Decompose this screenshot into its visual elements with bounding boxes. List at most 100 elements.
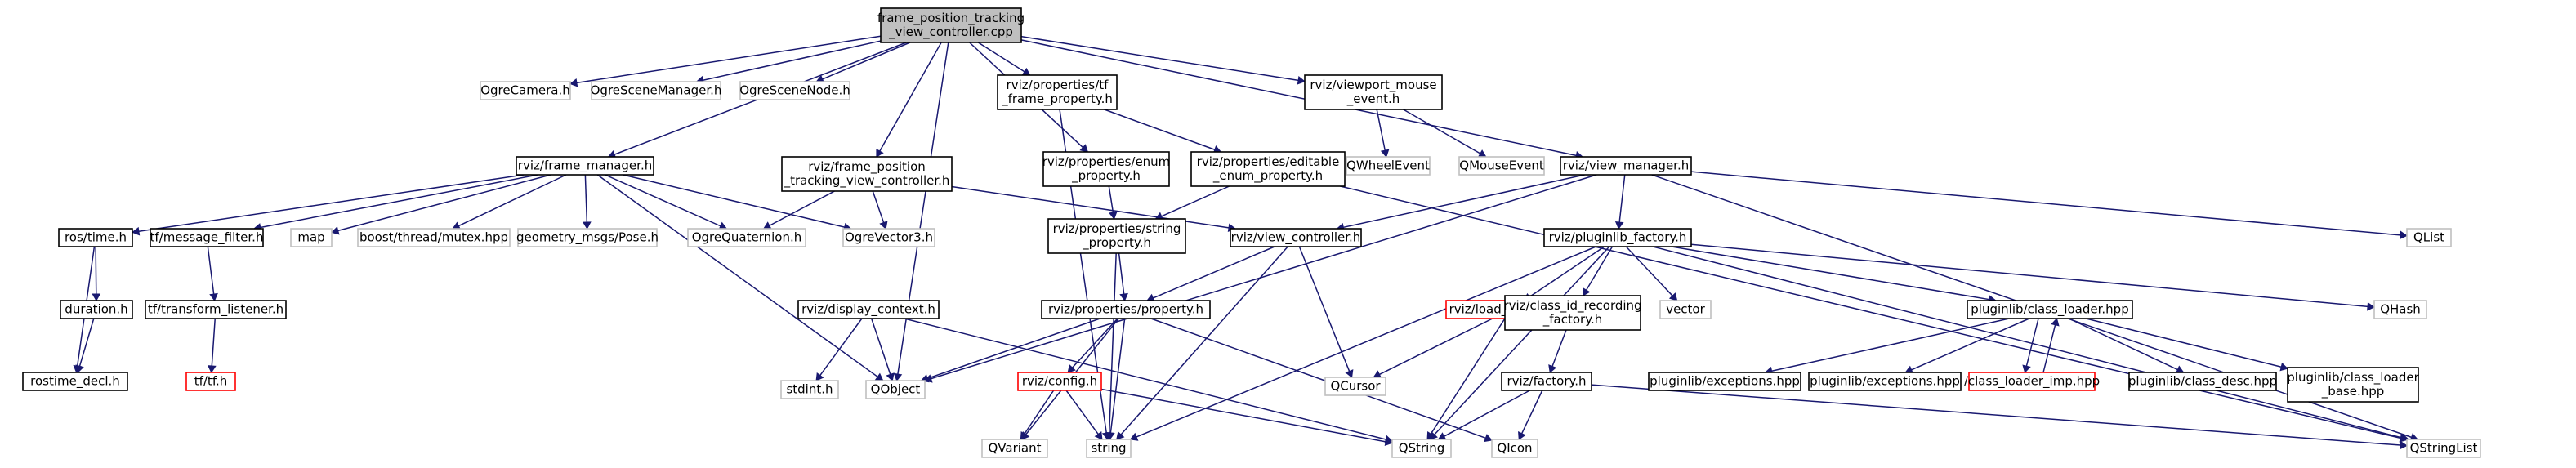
node-string: string (1086, 439, 1132, 458)
node-box (1504, 295, 1641, 331)
node-root[interactable]: frame_position_tracking_view_controller.… (877, 7, 1025, 43)
node-ogre-quaternion: OgreQuaternion.h (687, 228, 806, 247)
edge-arrowhead (331, 226, 340, 235)
node-tf-frame-property[interactable]: rviz/properties/tf_frame_property.h (997, 74, 1118, 110)
node-label: rviz/frame_manager.h (518, 158, 652, 174)
edge-root-to-viewport_mouse_event (1020, 35, 1306, 85)
node-class-loader-base[interactable]: pluginlib/class_loader_base.hpp (2287, 367, 2420, 403)
edge-root-to-ogre_camera (569, 35, 882, 87)
node-label: ros/time.h (65, 230, 127, 245)
node-label: OgreCamera.h (480, 83, 570, 98)
node-string-property[interactable]: rviz/properties/string_property.h (1047, 218, 1186, 254)
edge-arrowhead (2051, 318, 2060, 327)
node-box (781, 156, 953, 192)
node-box (687, 228, 806, 247)
node-label: QString (1399, 441, 1445, 456)
node-box (290, 228, 333, 247)
edge-viewport_mouse_event-to-qwheelevent (1376, 109, 1390, 158)
edge-view_controller-to-qcursor (1298, 246, 1354, 378)
node-label: _view_controller.cpp (888, 25, 1013, 40)
node-class-id-recording[interactable]: rviz/class_id_recording_factory.h (1503, 295, 1642, 331)
edge-arrowhead (1129, 432, 1139, 441)
node-duration[interactable]: duration.h (60, 300, 133, 319)
edge-pluginlib_factory-to-class_loader_hpp (1672, 246, 1997, 304)
edge-arrowhead (1109, 211, 1118, 221)
node-vector: vector (1659, 300, 1712, 319)
node-geometry-pose: geometry_msgs/Pose.h (516, 228, 659, 247)
node-label: rviz/class_id_recording (1503, 298, 1641, 314)
node-box (1230, 228, 1362, 247)
node-box (1324, 377, 1386, 396)
node-box (997, 74, 1118, 110)
node-viewport-mouse-event[interactable]: rviz/viewport_mouse_event.h (1304, 74, 1443, 110)
edge-arrowhead (1345, 369, 1354, 378)
edge-arrowhead (582, 221, 592, 230)
edge-factory_h-to-qstringlist (1591, 384, 2409, 450)
node-ogre-scene-manager: OgreSceneManager.h (591, 81, 721, 100)
node-property-h[interactable]: rviz/properties/property.h (1041, 300, 1211, 319)
node-editable-enum-property[interactable]: rviz/properties/editable_enum_property.h (1190, 151, 1346, 187)
node-label: /class_loader_imp.hpp (1964, 374, 2100, 390)
node-view-manager[interactable]: rviz/view_manager.h (1560, 156, 1692, 176)
node-enum-property[interactable]: rviz/properties/enum_property.h (1042, 151, 1171, 187)
node-transform-listener[interactable]: tf/transform_listener.h (145, 300, 287, 319)
node-box (591, 81, 721, 100)
node-box (1042, 151, 1170, 187)
edge-class_loader_hpp-to-class_loader_imp (2022, 318, 2039, 373)
node-qlist: QList (2406, 228, 2452, 247)
edge-ros_time-to-duration (92, 246, 101, 302)
edge-root-to-tf_frame_property (977, 42, 1031, 76)
node-box (842, 228, 935, 247)
edge-arrowhead (1116, 431, 1125, 440)
node-box (1086, 439, 1132, 458)
node-ros-time[interactable]: ros/time.h (58, 228, 133, 247)
node-label: frame_position_tracking (877, 11, 1025, 26)
edge-config_h-to-qstring (1100, 388, 1394, 447)
node-factory-h[interactable]: rviz/factory.h (1501, 372, 1592, 391)
node-fptvc-h[interactable]: rviz/frame_position_tracking_view_contro… (781, 156, 953, 192)
node-qstringlist: QStringList (2406, 439, 2481, 458)
edge-class_loader_hpp-to-class_loader_base (2086, 318, 2288, 372)
edge-root-to-ogre_scene_node (815, 42, 911, 83)
node-frame-manager[interactable]: rviz/frame_manager.h (516, 156, 654, 176)
node-boost-mutex: boost/thread/mutex.hpp (357, 228, 511, 247)
edge-arrowhead (1297, 76, 1306, 85)
node-box (1543, 228, 1692, 247)
node-box (517, 228, 658, 247)
node-label: _enum_property.h (1212, 168, 1323, 184)
node-class-loader-hpp[interactable]: pluginlib/class_loader.hpp (1967, 300, 2133, 319)
node-box (480, 81, 571, 100)
edge-arrowhead (879, 221, 888, 230)
node-message-filter[interactable]: tf/message_filter.h (150, 228, 264, 247)
node-box (1041, 300, 1211, 319)
node-rostime-decl[interactable]: rostime_decl.h (22, 372, 128, 391)
node-label: _property.h (1082, 235, 1151, 251)
edge-factory_h-to-qicon (1518, 390, 1543, 440)
edge-string_property-to-string (1105, 252, 1117, 441)
edge-fptvc_h-to-ogre_vector3 (872, 190, 888, 230)
node-label: rviz/properties/editable (1197, 154, 1340, 169)
node-pluginlib-factory[interactable]: rviz/pluginlib_factory.h (1543, 228, 1692, 247)
node-exceptions1[interactable]: pluginlib/exceptions.hpp (1648, 372, 1801, 391)
node-label: QIcon (1497, 441, 1532, 456)
edge-view_controller-to-string (1116, 246, 1288, 440)
node-exceptions2[interactable]: pluginlib/exceptions.hpp (1808, 372, 1962, 391)
edge-arrowhead (2279, 362, 2288, 372)
edge-root-to-qobject (893, 42, 949, 382)
node-box (1491, 439, 1538, 458)
edge-frame_manager-to-message_filter (252, 174, 538, 232)
node-box (739, 81, 850, 100)
edge-arrowhead (207, 365, 217, 374)
edge-view_manager-to-pluginlib_factory (1614, 174, 1626, 230)
node-class-desc[interactable]: pluginlib/class_desc.hpp (2128, 372, 2277, 391)
node-qicon: QIcon (1491, 439, 1538, 458)
edge-view_manager-to-view_controller (1336, 174, 1585, 232)
node-box (1501, 372, 1592, 391)
node-ogre-scene-node: OgreSceneNode.h (739, 81, 850, 100)
node-display-context[interactable]: rviz/display_context.h (797, 300, 940, 319)
node-view-controller[interactable]: rviz/view_controller.h (1230, 228, 1362, 247)
node-label: QObject (871, 382, 921, 397)
node-label: boost/thread/mutex.hpp (359, 230, 508, 245)
edge-message_filter-to-transform_listener (207, 246, 218, 302)
